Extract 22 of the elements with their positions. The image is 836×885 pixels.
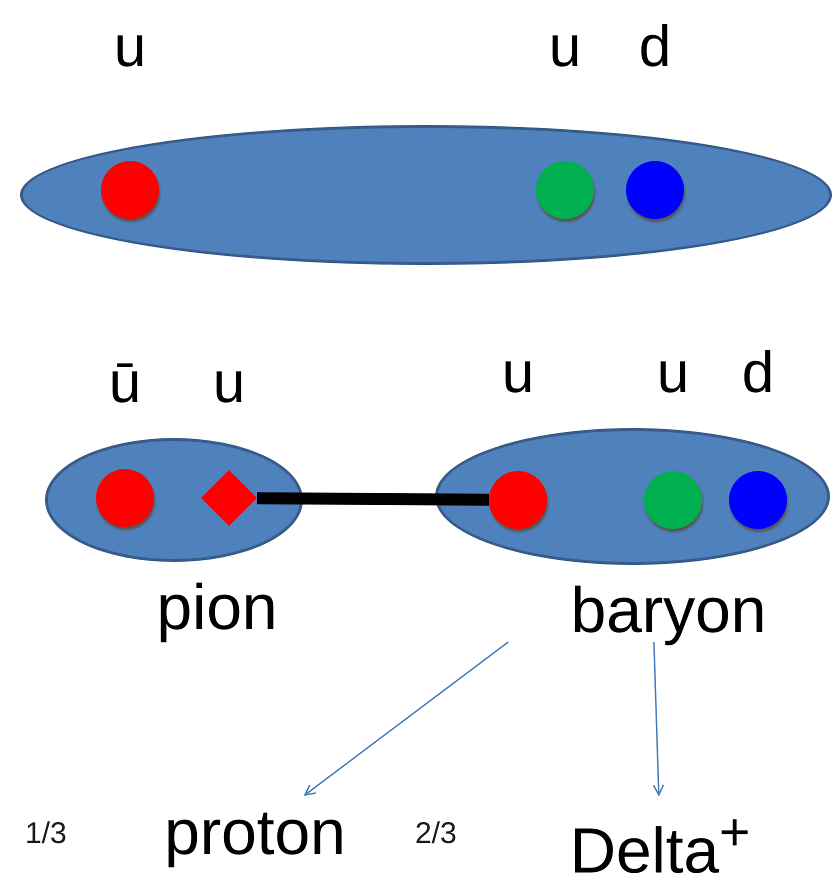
- quark-circle: [489, 471, 547, 529]
- particle-label: proton: [135, 795, 375, 870]
- quark-label: u: [548, 18, 582, 76]
- quark-label: d: [740, 344, 776, 402]
- quark-circle: [729, 471, 787, 529]
- quark-label: u: [112, 18, 148, 76]
- fraction-label: 1/3: [25, 819, 67, 849]
- arrow: [304, 641, 509, 796]
- quark-label: u: [500, 344, 536, 402]
- quark-circle: [536, 161, 594, 219]
- quark-circle: [626, 161, 684, 219]
- quark-label: u: [656, 344, 690, 402]
- fraction-label: 2/3: [415, 819, 457, 849]
- string-line: [256, 492, 490, 506]
- quark-circle: [644, 471, 702, 529]
- arrow: [652, 642, 664, 796]
- quark-circle: [96, 469, 154, 527]
- quark-label: ū: [108, 354, 142, 412]
- quark-circle: [101, 161, 159, 219]
- quark-diamond: [201, 470, 257, 526]
- quark-label: u: [212, 354, 246, 412]
- quark-label: d: [638, 18, 672, 76]
